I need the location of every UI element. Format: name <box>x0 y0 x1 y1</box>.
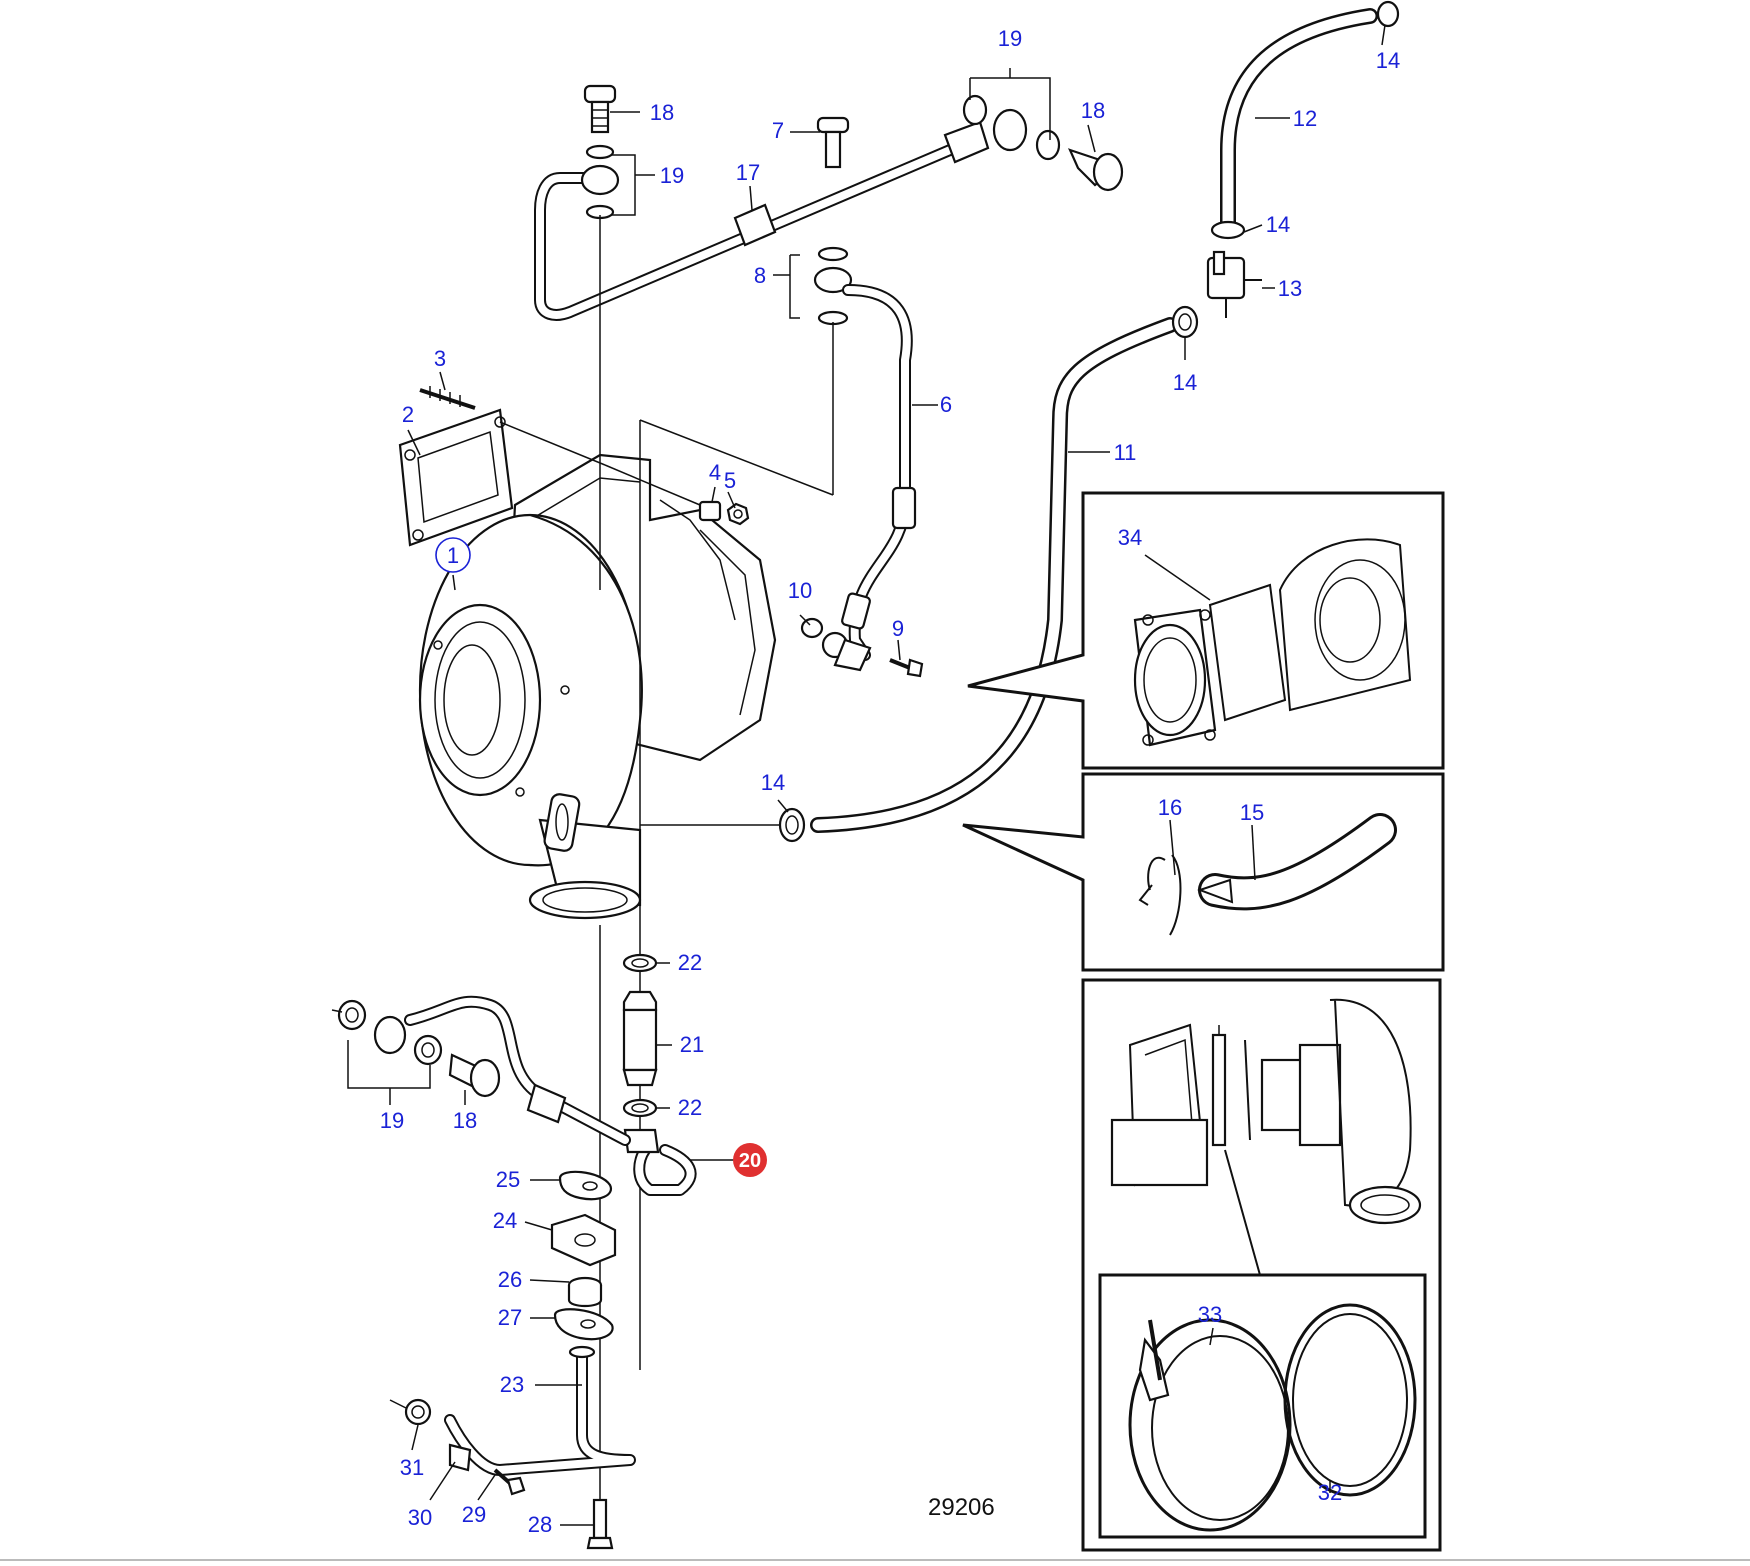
solenoid-valve-13[interactable] <box>1206 250 1262 318</box>
sealing-washer-22-lower[interactable] <box>622 1098 658 1118</box>
callout-31[interactable]: 31 <box>400 1455 424 1480</box>
hose-clamp-14-mid[interactable] <box>1171 305 1199 339</box>
callout-14-top[interactable]: 14 <box>1376 48 1400 73</box>
callout-14-upper[interactable]: 14 <box>1266 212 1290 237</box>
flange-24[interactable] <box>550 1213 617 1267</box>
turbocharger-body[interactable] <box>418 453 777 920</box>
washers-8[interactable] <box>813 246 853 326</box>
banjo-bolt-18-lower[interactable] <box>448 1053 501 1098</box>
callout-3[interactable]: 3 <box>434 346 446 371</box>
sleeve[interactable] <box>698 500 722 522</box>
nut[interactable] <box>726 502 750 526</box>
callout-15[interactable]: 15 <box>1240 800 1264 825</box>
callout-5[interactable]: 5 <box>724 468 736 493</box>
callout-20-highlight <box>733 1143 767 1177</box>
sealing-washer-31[interactable] <box>404 1398 432 1426</box>
callout-19-top-right[interactable]: 19 <box>998 26 1022 51</box>
bolt-28[interactable] <box>586 1498 614 1550</box>
sealing-washer-22-upper[interactable] <box>622 953 658 973</box>
callout-4[interactable]: 4 <box>709 460 721 485</box>
leader-lines <box>331 24 1386 1526</box>
callout-14-lower[interactable]: 14 <box>761 770 785 795</box>
callout-26[interactable]: 26 <box>498 1267 522 1292</box>
callout-20[interactable]: 20 <box>739 1150 761 1172</box>
callout-6[interactable]: 6 <box>940 392 952 417</box>
banjo-fitting-10[interactable] <box>800 617 872 672</box>
callout-28[interactable]: 28 <box>528 1512 552 1537</box>
callout-7[interactable]: 7 <box>772 118 784 143</box>
banjo-washers-19-lower[interactable] <box>337 999 443 1066</box>
callout-11[interactable]: 11 <box>1114 440 1137 465</box>
bolt-9[interactable] <box>889 658 924 678</box>
drawing-reference-number: 29206 <box>928 1494 995 1521</box>
clip-30[interactable] <box>448 1443 472 1472</box>
detail-box-clamp <box>1081 978 1442 1552</box>
callout-18-top-right[interactable]: 18 <box>1081 98 1105 123</box>
callout-25[interactable]: 25 <box>496 1167 520 1192</box>
exhaust-gasket[interactable] <box>398 408 514 547</box>
callout-19-top-left[interactable]: 19 <box>660 163 684 188</box>
oil-pipe-6[interactable] <box>841 284 917 661</box>
callout-22-lower[interactable]: 22 <box>678 1095 702 1120</box>
hose-11[interactable] <box>810 317 1178 833</box>
callout-8[interactable]: 8 <box>754 263 766 288</box>
oil-return-pipe-20[interactable] <box>623 1128 697 1196</box>
hose-clamp-14-top[interactable] <box>1376 0 1400 28</box>
hose-clamp-14-lower[interactable] <box>778 807 806 843</box>
callout-2[interactable]: 2 <box>402 402 414 427</box>
callout-33[interactable]: 33 <box>1198 1302 1222 1327</box>
callout-16[interactable]: 16 <box>1158 795 1182 820</box>
callout-17[interactable]: 17 <box>736 160 760 185</box>
callout-1[interactable]: 1 <box>447 543 459 568</box>
callout-29[interactable]: 29 <box>462 1502 486 1527</box>
callout-14-mid[interactable]: 14 <box>1173 370 1197 395</box>
callout-18-lower[interactable]: 18 <box>453 1108 477 1133</box>
detail-box-gasket <box>967 491 1445 770</box>
callout-10[interactable]: 10 <box>788 578 812 603</box>
banjo-bolt-7[interactable] <box>816 116 850 169</box>
callout-19-lower[interactable]: 19 <box>380 1108 404 1133</box>
hose-clamp-14-upper[interactable] <box>1210 220 1246 240</box>
oil-pipe-lower-left[interactable] <box>404 995 631 1146</box>
callout-1-circle <box>435 537 471 573</box>
callout-18-top-left[interactable]: 18 <box>650 100 674 125</box>
callout-34[interactable]: 34 <box>1118 525 1142 550</box>
callout-27[interactable]: 27 <box>498 1305 522 1330</box>
callout-32[interactable]: 32 <box>1318 1480 1342 1505</box>
callout-22-upper[interactable]: 22 <box>678 950 702 975</box>
callout-12[interactable]: 12 <box>1293 106 1317 131</box>
stud[interactable] <box>419 386 476 410</box>
detail-box-hose <box>962 772 1445 972</box>
gasket-25[interactable] <box>558 1170 613 1201</box>
banjo-union-top-right[interactable] <box>962 94 1061 161</box>
callout-30[interactable]: 30 <box>408 1505 432 1530</box>
drain-pipe-23[interactable] <box>444 1345 636 1476</box>
callout-9[interactable]: 9 <box>892 616 904 641</box>
banjo-bolt-top-left[interactable] <box>583 84 617 134</box>
sleeve-26[interactable] <box>567 1276 603 1308</box>
bolt-29[interactable] <box>493 1468 526 1496</box>
hose-12[interactable] <box>1220 8 1378 230</box>
callout-23[interactable]: 23 <box>500 1372 524 1397</box>
callout-24[interactable]: 24 <box>493 1208 517 1233</box>
oil-delivery-pipe[interactable] <box>534 120 990 321</box>
callout-labels: 1 2 3 4 5 6 7 8 9 10 11 12 13 14 14 14 1… <box>380 26 1400 1537</box>
gasket-27[interactable] <box>553 1308 614 1341</box>
callout-13[interactable]: 13 <box>1278 276 1302 301</box>
banjo-bolt-top-right[interactable] <box>1067 148 1124 192</box>
adapter-21[interactable] <box>622 990 658 1087</box>
sealing-washers-top-left[interactable] <box>580 144 620 220</box>
callout-21[interactable]: 21 <box>680 1032 704 1057</box>
